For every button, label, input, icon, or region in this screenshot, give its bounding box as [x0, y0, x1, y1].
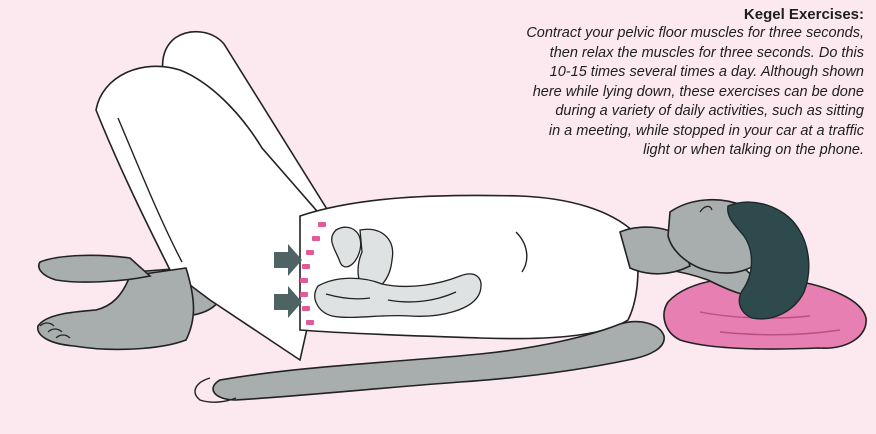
caption-line: Contract your pelvic floor muscles for t…: [526, 25, 864, 41]
lower-arrow: [274, 286, 302, 318]
pelvic-floor-dashes: [300, 222, 326, 325]
caption-line: during a variety of daily activities, su…: [555, 103, 864, 119]
caption-line: light or when talking on the phone.: [643, 142, 864, 158]
caption: Kegel Exercises: Contract your pelvic fl…: [394, 6, 864, 161]
caption-line: 10-15 times several times a day. Althoug…: [549, 64, 864, 80]
hair: [727, 201, 810, 320]
back-foot: [38, 254, 152, 283]
upper-arrow: [274, 244, 302, 276]
caption-line: in a meeting, while stopped in your car …: [548, 122, 864, 139]
front-leg-pants: [95, 65, 331, 362]
caption-title: Kegel Exercises:: [743, 6, 864, 23]
near-arm: [212, 320, 665, 401]
contraction-arrows: [274, 244, 302, 318]
caption-line: then relax the muscles for three seconds…: [549, 44, 864, 61]
front-leg-inner-line: [117, 117, 183, 263]
torso-fold: [515, 231, 528, 273]
face-nose: [699, 205, 713, 213]
caption-line: here while lying down, these exercises c…: [532, 83, 864, 100]
pelvic-organs: [314, 226, 482, 319]
front-shin: [37, 267, 195, 351]
near-hand: [194, 377, 237, 403]
front-toes: [39, 322, 71, 339]
